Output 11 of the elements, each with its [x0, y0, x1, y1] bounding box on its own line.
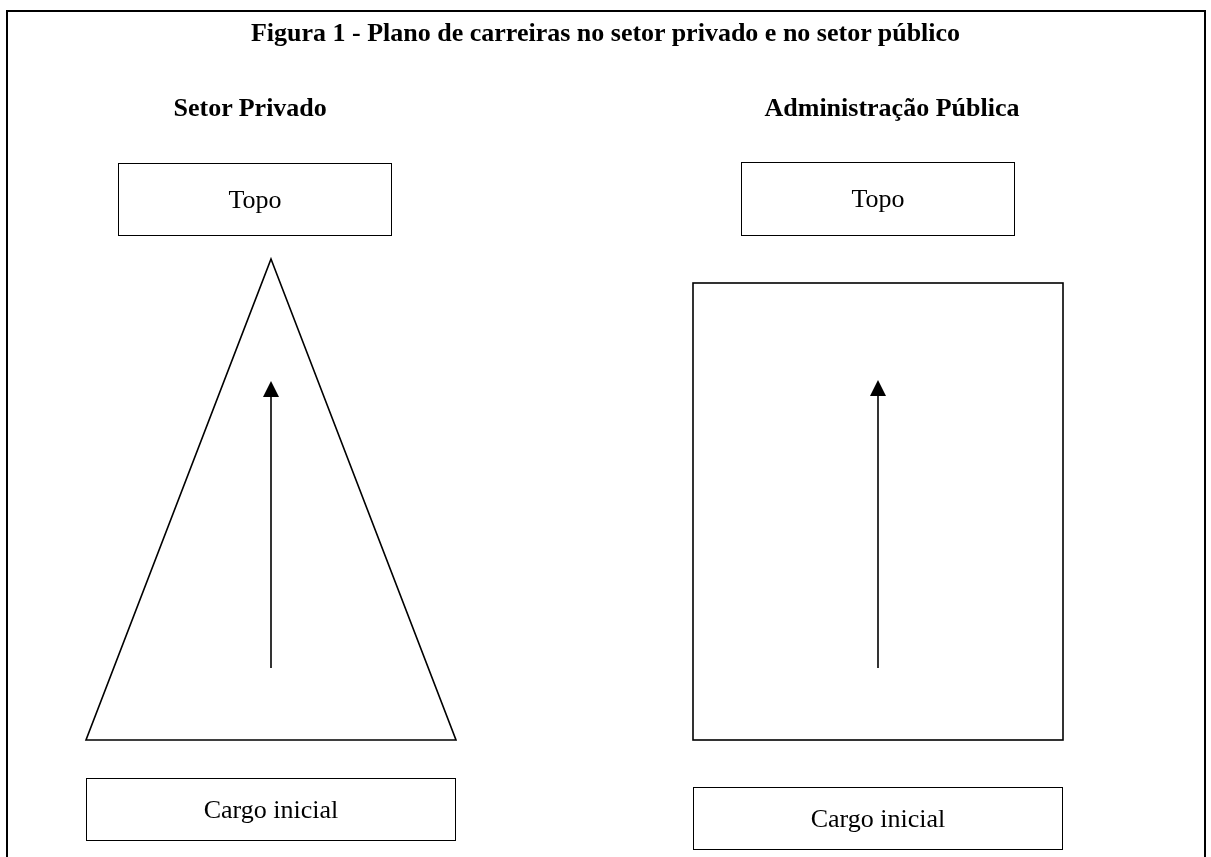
box-label: Topo [228, 184, 282, 215]
column-heading: Administração Pública [764, 92, 1020, 124]
text-box [741, 162, 1015, 236]
text-box [118, 163, 392, 236]
box-label: Cargo inicial [203, 794, 339, 825]
box-label: Topo [851, 184, 905, 214]
text-box [86, 778, 456, 841]
figure-title: Figura 1 - Plano de carreiras no setor privado e no setor público [249, 17, 962, 49]
text-box [693, 787, 1063, 850]
box-label: Cargo inicial [810, 803, 946, 834]
column-heading: Setor Privado [173, 92, 327, 124]
